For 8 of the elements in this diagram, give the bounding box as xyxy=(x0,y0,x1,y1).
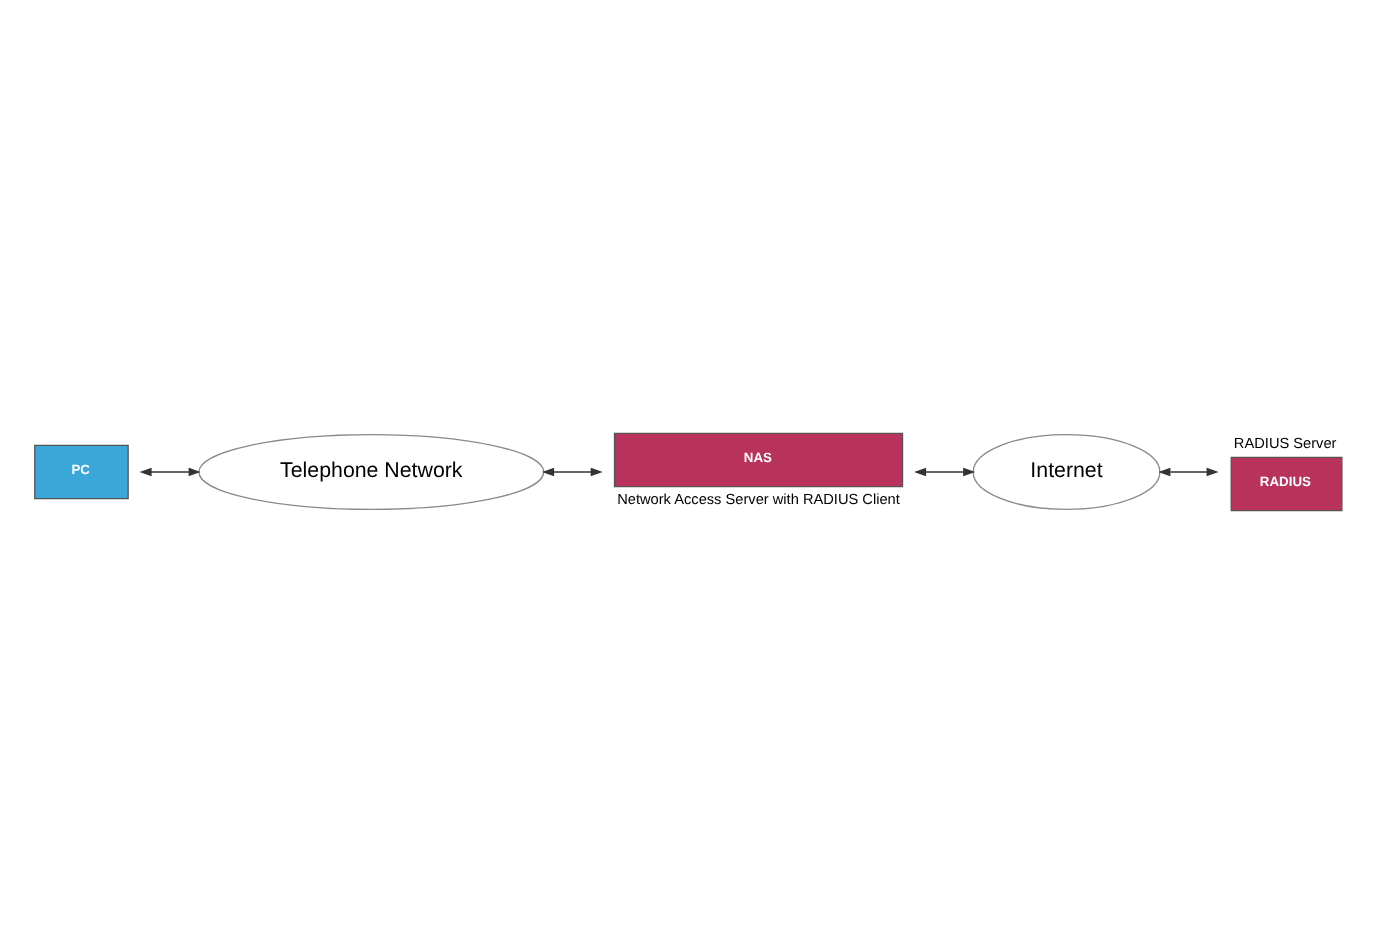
arrow xyxy=(1158,467,1219,477)
node-ellipse: Internet xyxy=(972,433,1161,511)
node-label: Network Access Server with RADIUS Client xyxy=(617,489,900,508)
arrow xyxy=(914,467,976,477)
node-label: RADIUS Server xyxy=(1233,433,1337,452)
arrow xyxy=(542,467,603,477)
node-ellipse: Telephone Network xyxy=(198,433,545,511)
arrow xyxy=(139,467,201,477)
